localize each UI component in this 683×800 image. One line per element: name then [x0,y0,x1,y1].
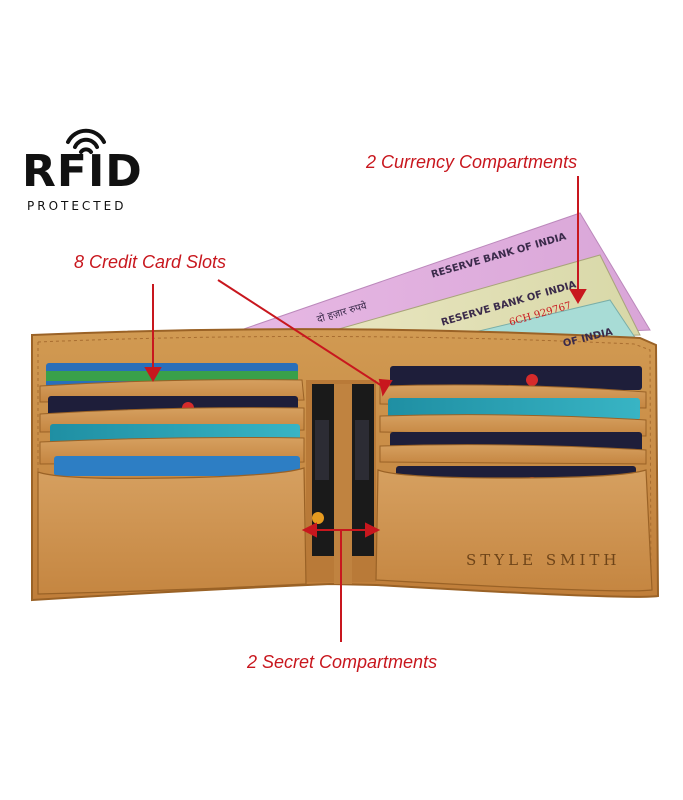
secret-compartments-label: 2 Secret Compartments [247,652,438,672]
credit-card-slots-label: 8 Credit Card Slots [74,252,227,272]
rfid-logo-text: RFID [22,146,143,197]
callout-arrows [144,176,587,642]
rfid-protected-text: PROTECTED [27,199,127,213]
left-card-slots [37,363,307,595]
currency-compartments-label: 2 Currency Compartments [366,152,578,172]
right-card-slots [375,366,653,592]
wifi-signal-icon [66,128,106,154]
brand-stamp: STYLE SMITH [466,551,621,569]
